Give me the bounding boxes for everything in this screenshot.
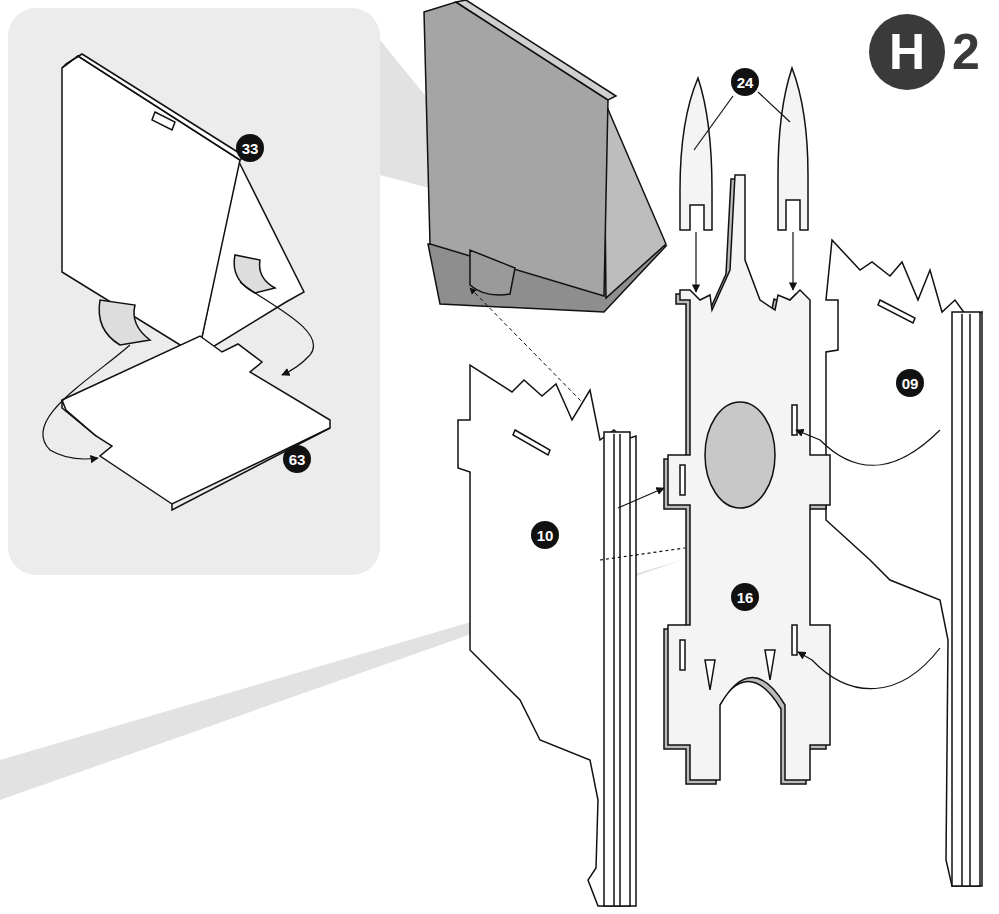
inset-panel: [8, 8, 380, 575]
callout-number: 63: [283, 445, 311, 473]
assembly-arrow: [43, 282, 314, 459]
leader-line: [694, 92, 790, 150]
step-letter: H: [869, 14, 945, 90]
part-33-inset: [62, 54, 304, 356]
callout-number: 16: [731, 583, 759, 611]
part-10: [458, 365, 636, 906]
part-24: [680, 68, 808, 230]
part-09: [826, 240, 982, 886]
callout-number: 33: [236, 134, 264, 162]
step-number: 2: [946, 18, 986, 86]
part-16: [664, 175, 830, 784]
assembly-arrow: [600, 232, 940, 689]
part-33: [424, 0, 666, 312]
callout-number: 09: [896, 369, 924, 397]
callout-number: 10: [531, 521, 559, 549]
part-63-inset: [62, 336, 330, 510]
callout-number: 24: [731, 68, 759, 96]
